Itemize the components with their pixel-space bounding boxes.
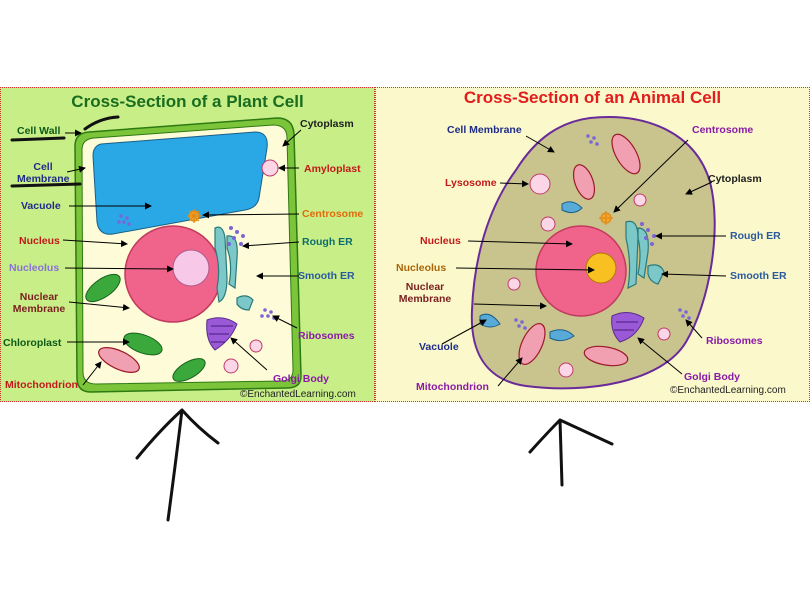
plant-credit: ©EnchantedLearning.com [240,389,356,400]
animal-centrosome [599,211,613,225]
animal-cell-title: Cross-Section of an Animal Cell [463,88,722,107]
plant-vacuole [92,131,268,235]
animal-cell-panel: Cross-Section of an Animal Cell [375,87,810,402]
plant-vesicles [223,339,263,374]
plant-label-chloroplast: Chloroplast [3,337,62,349]
animal-label-cell-membrane: Cell Membrane [447,124,522,136]
plant-ribosome-dots-er [227,226,245,246]
animal-cell-diagram [441,116,727,390]
plant-label-mitochondrion: Mitochondrion [5,379,78,391]
plant-centrosome [187,209,201,223]
plant-label-nucleolus: Nucleolus [9,262,60,274]
animal-label-ribosomes: Ribosomes [706,335,763,347]
plant-chloroplasts [85,273,206,382]
animal-label-nucleolus: Nucleolus [396,262,447,274]
animal-label-nuclear-membrane: Nuclear Membrane [398,281,452,305]
animal-vacuoles [479,201,583,342]
plant-label-cell-wall: Cell Wall [17,125,61,137]
plant-label-centrosome: Centrosome [302,208,364,220]
plant-label-rough-er: Rough ER [302,236,353,248]
plant-amyloplast [261,159,279,177]
plant-label-smooth-er: Smooth ER [298,270,355,282]
plant-label-cytoplasm: Cytoplasm [300,118,354,130]
plant-nucleolus [172,249,210,287]
animal-ribosomes [514,134,691,330]
animal-credit: ©EnchantedLearning.com [670,385,786,396]
animal-nucleolus [585,252,617,284]
animal-label-golgi-body: Golgi Body [684,371,740,383]
animal-label-smooth-er: Smooth ER [730,270,787,282]
plant-label-amyloplast: Amyloplast [304,163,361,175]
animal-vesicles [507,193,671,378]
animal-label-nucleus: Nucleus [420,235,461,247]
animal-label-lysosome: Lysosome [445,177,497,189]
plant-label-nuclear-membrane: Nuclear Membrane [12,291,66,315]
animal-golgi-body [611,312,645,343]
animal-label-mitochondrion: Mitochondrion [416,381,489,393]
plant-mitochondria [98,347,140,373]
arrow-annotation-animal [528,418,614,487]
plant-rough-er [214,226,254,311]
animal-label-cytoplasm: Cytoplasm [708,173,762,185]
plant-cell-title: Cross-Section of a Plant Cell [71,92,304,111]
animal-nucleus [535,225,627,317]
plant-golgi-body [206,317,238,351]
animal-rough-er [625,220,665,290]
plant-label-ribosomes: Ribosomes [298,330,355,342]
animal-label-vacuole: Vacuole [419,341,459,353]
plant-cell-panel: Cross-Section of a Plant Cell [0,87,375,402]
plant-label-cell-membrane: Cell Membrane [17,161,70,185]
plant-label-golgi-body: Golgi Body [273,373,329,385]
animal-lysosome [529,173,551,195]
arrow-annotation-plant [135,408,220,522]
animal-label-rough-er: Rough ER [730,230,781,242]
plant-label-vacuole: Vacuole [21,200,61,212]
animal-mitochondria [518,133,641,367]
animal-label-centrosome: Centrosome [692,124,754,136]
plant-cell-diagram [62,117,302,393]
plant-label-nucleus: Nucleus [19,235,60,247]
